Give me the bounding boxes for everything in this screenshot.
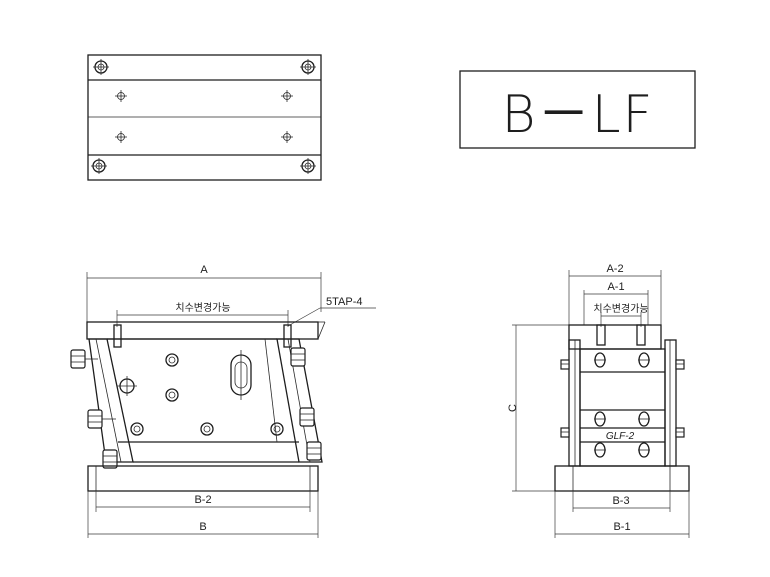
through-hole <box>117 376 137 396</box>
top-view-outline <box>87 54 322 181</box>
top-view <box>87 54 322 181</box>
side-rail-left <box>568 339 581 467</box>
dim-label-a2: A-2 <box>606 263 623 275</box>
right-slant-plate <box>276 338 323 463</box>
side-tap-stud <box>636 324 646 346</box>
top-view-small-hole <box>115 131 127 143</box>
hex-bolt <box>306 441 322 461</box>
slot-hole <box>230 350 252 400</box>
dim-label-b3: B-3 <box>612 495 629 507</box>
dim-label-b1: B-1 <box>613 521 630 533</box>
socket-screw <box>270 422 284 436</box>
dim-label-a1: A-1 <box>607 281 624 293</box>
note-tap: 5TAP-4 <box>326 296 362 308</box>
side-screw-head <box>560 359 570 370</box>
top-view-small-hole <box>281 90 293 102</box>
top-view-hole <box>93 59 109 75</box>
socket-screw <box>165 353 179 367</box>
top-view-small-hole <box>115 90 127 102</box>
dim-label-c: C <box>507 404 519 412</box>
top-view-small-hole <box>281 131 293 143</box>
base-plate <box>87 465 319 492</box>
dim-label-b2: B-2 <box>194 494 211 506</box>
tap-stud <box>283 324 292 348</box>
side-bolt <box>638 442 650 458</box>
side-bolt <box>594 352 606 368</box>
side-base-plate <box>554 465 690 492</box>
note-adjustable: 치수변경가능 <box>175 301 230 314</box>
front-view: A 치수변경가능 5TAP-4 <box>70 264 376 538</box>
side-rail-right <box>664 339 677 467</box>
side-view: A-2 A-1 치수변경가능 C GLF-2 <box>507 263 690 538</box>
side-bolt <box>638 411 650 427</box>
side-bolt <box>638 352 650 368</box>
side-bolt <box>594 442 606 458</box>
side-bolt <box>594 411 606 427</box>
socket-screw <box>165 388 179 402</box>
side-note-adjustable: 치수변경가능 <box>593 302 648 315</box>
top-view-hole <box>300 158 316 174</box>
side-screw-head <box>675 427 685 438</box>
side-top-plate <box>568 324 662 350</box>
socket-screw <box>130 422 144 436</box>
title-block: B－LF <box>459 70 696 149</box>
left-slant-plate <box>88 338 134 463</box>
hex-bolt <box>70 349 98 369</box>
top-view-hole <box>91 158 107 174</box>
hex-bolt <box>87 409 116 429</box>
side-screw-head <box>675 359 685 370</box>
title-box <box>459 70 696 149</box>
side-tap-stud <box>596 324 606 346</box>
side-screw-head <box>560 427 570 438</box>
model-title: B－LF <box>502 85 655 145</box>
top-view-hole <box>300 59 316 75</box>
socket-screw <box>200 422 214 436</box>
hex-bolt <box>102 449 118 469</box>
hex-bolt <box>299 407 315 427</box>
side-guide-block <box>579 348 666 467</box>
dim-label-b: B <box>199 521 206 533</box>
hex-bolt <box>290 347 306 367</box>
tap-stud <box>113 324 122 348</box>
dim-label-a: A <box>200 264 208 276</box>
guide-label: GLF-2 <box>606 431 635 442</box>
